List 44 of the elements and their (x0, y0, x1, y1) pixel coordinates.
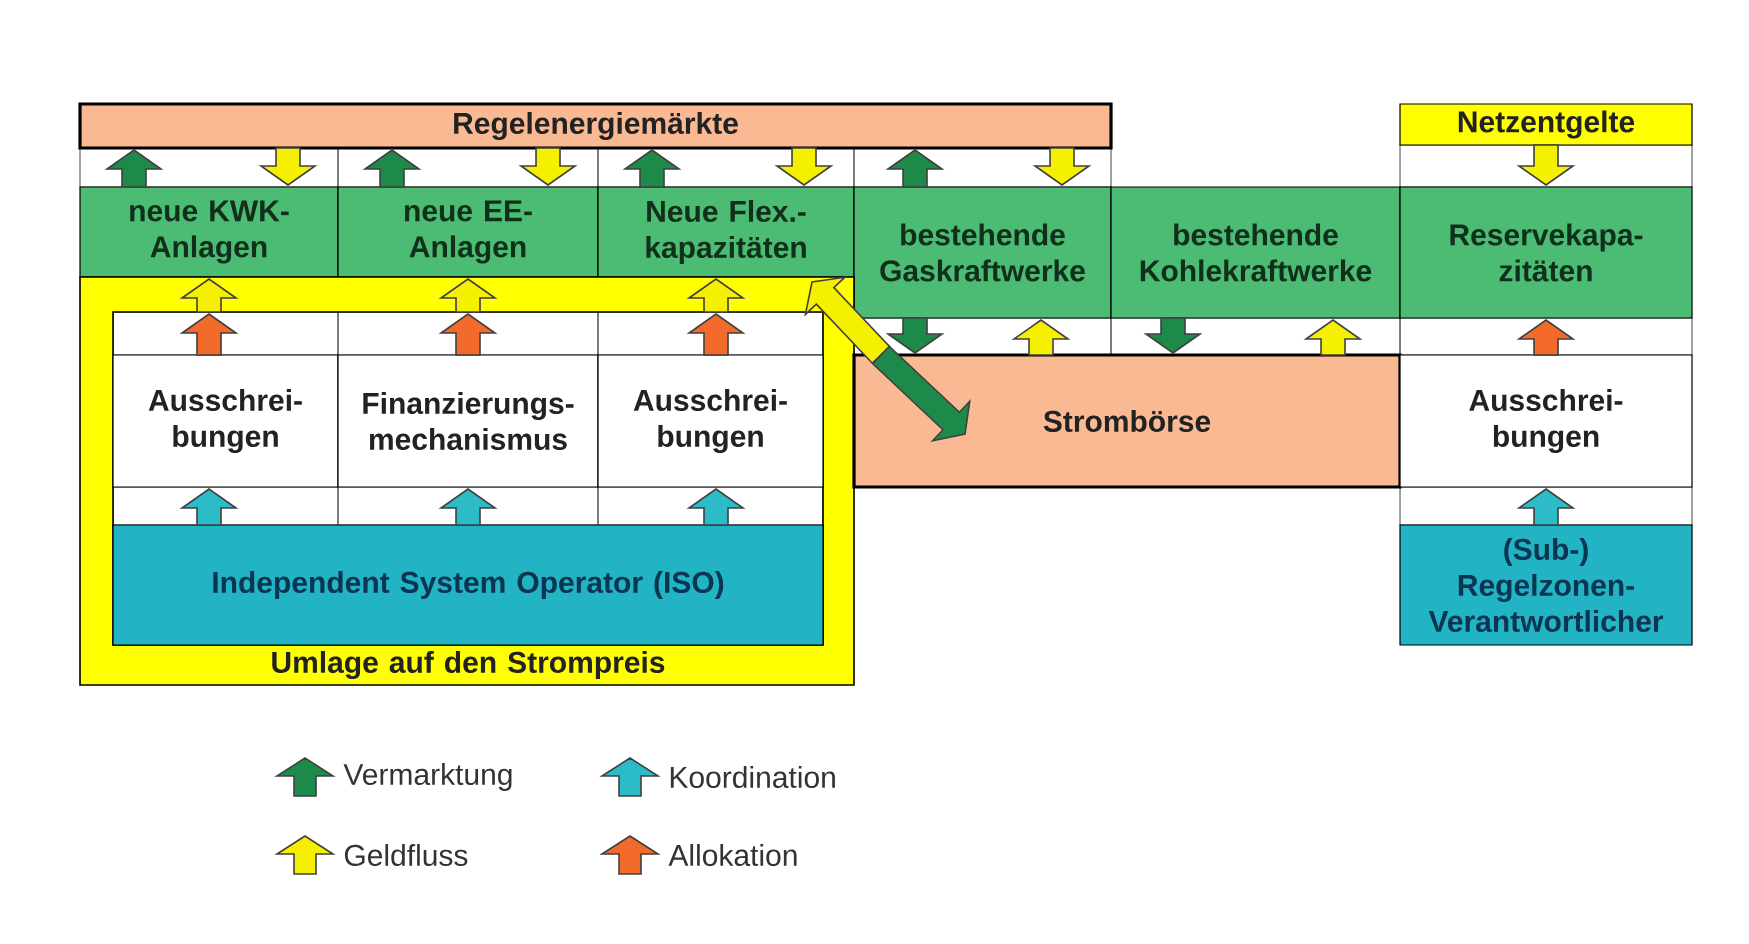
operator-box: (Sub-) Regelzonen- Verantwortlicher (1399, 524, 1693, 646)
arrow (1032, 147, 1092, 186)
arrow (179, 313, 239, 356)
fee-bar: Netzentgelte (1399, 103, 1693, 146)
arrow (1516, 488, 1576, 526)
arrow (686, 488, 746, 526)
arrow (1516, 319, 1576, 356)
arrow (1516, 144, 1576, 186)
arrow (438, 313, 498, 356)
arrow (885, 149, 945, 188)
arrow (1303, 319, 1363, 356)
tender-box: Ausschrei- bungen (1399, 354, 1693, 488)
plant-box: neue KWK- Anlagen (79, 186, 339, 278)
arrow (686, 278, 746, 313)
arrow (1011, 319, 1071, 356)
legend-label: Koordination (670, 766, 835, 788)
legend-label: Vermarktung (343, 763, 512, 791)
arrow (885, 317, 945, 354)
plant-box: neue EE- Anlagen (337, 186, 599, 278)
arrow (774, 147, 834, 186)
arrow (104, 149, 164, 188)
tender-box: Ausschrei- bungen (112, 354, 339, 488)
arrow (438, 488, 498, 526)
exchange-box: Strombörse (852, 353, 1402, 489)
plant-box: bestehende Gaskraftwerke (853, 186, 1112, 319)
legend-label: Allokation (668, 844, 797, 866)
arrow (804, 276, 891, 365)
mechanism-box: Finanzierungs- mechanismus (337, 354, 599, 488)
arrow (179, 488, 239, 526)
arrow (622, 149, 682, 188)
legend-label: Geldfluss (344, 844, 468, 866)
arrow (518, 147, 578, 186)
arrow (179, 278, 239, 313)
market-bar: Regelenergiemärkte (78, 102, 1113, 150)
plant-box: Reservekapa- zitäten (1399, 186, 1693, 319)
plant-box: Neue Flex.- kapazitäten (597, 186, 855, 278)
plant-box: bestehende Kohlekraftwerke (1110, 186, 1401, 319)
arrow (438, 278, 498, 313)
operator-box: Independent System Operator (ISO) (112, 524, 824, 646)
arrow (362, 149, 422, 188)
arrow (686, 313, 746, 356)
arrow (1143, 317, 1203, 354)
tender-box: Ausschrei- bungen (597, 354, 824, 488)
arrow (258, 147, 318, 186)
